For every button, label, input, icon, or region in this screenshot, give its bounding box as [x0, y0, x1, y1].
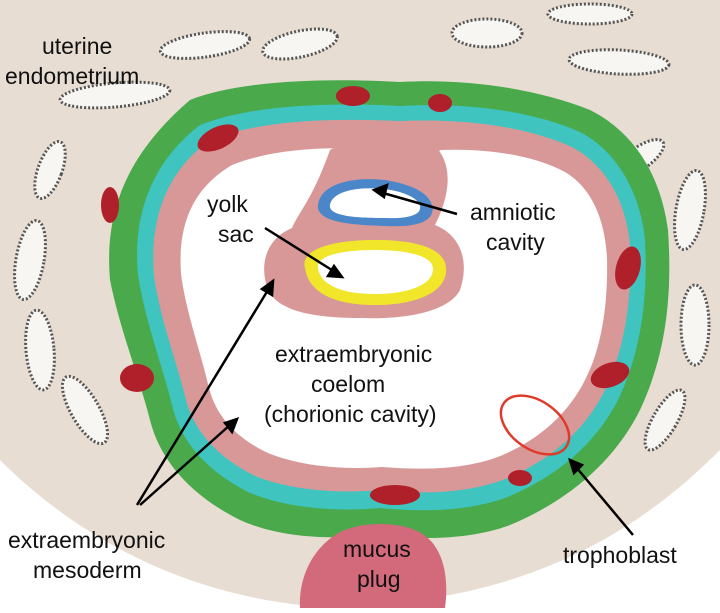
- gland: [679, 283, 711, 367]
- label-uterine-line2: endometrium: [5, 63, 139, 89]
- arrow-mesoderm-1: [135, 289, 270, 506]
- gland: [450, 17, 524, 49]
- blood-lacuna: [615, 246, 641, 290]
- gland: [58, 80, 172, 110]
- blood-lacuna: [197, 124, 239, 152]
- label-coelom-line3: (chorionic cavity): [264, 401, 437, 427]
- pointer-arrows: [135, 182, 634, 536]
- gland: [24, 308, 56, 392]
- gland: [546, 2, 634, 26]
- endometrial-glands: [13, 2, 711, 452]
- arrowhead-trophoblast: [568, 457, 585, 476]
- label-mesoderm-line2: mesoderm: [33, 557, 142, 583]
- amniotic-cavity-lumen: [329, 188, 421, 219]
- arrowhead-mesoderm-2: [222, 416, 240, 435]
- label-mesoderm-line1: extraembryonic: [8, 527, 165, 553]
- diagram-labels: uterine endometrium yolk sac amniotic ca…: [5, 33, 677, 592]
- arrowhead-amniotic-cavity: [371, 182, 389, 200]
- arrow-amniotic-cavity: [382, 191, 458, 216]
- label-uterine-line1: uterine: [42, 33, 112, 59]
- gland: [13, 219, 47, 301]
- label-yolk-line2: sac: [218, 221, 254, 247]
- gland: [643, 388, 687, 452]
- maternal-blood-lacunae: [101, 86, 641, 505]
- mucus-plug: [299, 524, 447, 608]
- arrow-trophoblast: [575, 466, 634, 536]
- gland: [158, 30, 252, 60]
- label-amniotic-line2: cavity: [486, 229, 545, 255]
- gland: [673, 169, 707, 251]
- label-mucus-line1: mucus: [343, 536, 411, 562]
- blood-lacuna: [120, 364, 154, 392]
- label-yolk-line1: yolk: [207, 191, 248, 217]
- trophoblast-highlight-circle: [499, 394, 571, 456]
- gland: [567, 48, 671, 76]
- blood-lacuna: [336, 86, 370, 106]
- label-coelom-line1: extraembryonic: [275, 341, 432, 367]
- label-amniotic-line1: amniotic: [470, 199, 556, 225]
- blood-lacuna: [370, 485, 420, 505]
- blood-lacuna: [101, 187, 119, 223]
- gland: [33, 140, 67, 200]
- arrow-yolk-sac: [264, 226, 336, 274]
- blood-lacuna: [508, 470, 532, 486]
- gland: [261, 27, 339, 61]
- arrow-mesoderm-2: [139, 424, 231, 506]
- blood-lacuna: [428, 94, 452, 112]
- arrowhead-yolk-sac: [325, 263, 345, 279]
- label-coelom-line2: coelom: [311, 371, 385, 397]
- gland: [60, 374, 110, 446]
- yolk-sac-lumen: [317, 250, 434, 294]
- label-mucus-line2: plug: [357, 566, 400, 592]
- blood-lacuna: [590, 361, 630, 389]
- arrowhead-mesoderm-1: [259, 278, 275, 298]
- label-trophoblast: trophoblast: [563, 542, 677, 568]
